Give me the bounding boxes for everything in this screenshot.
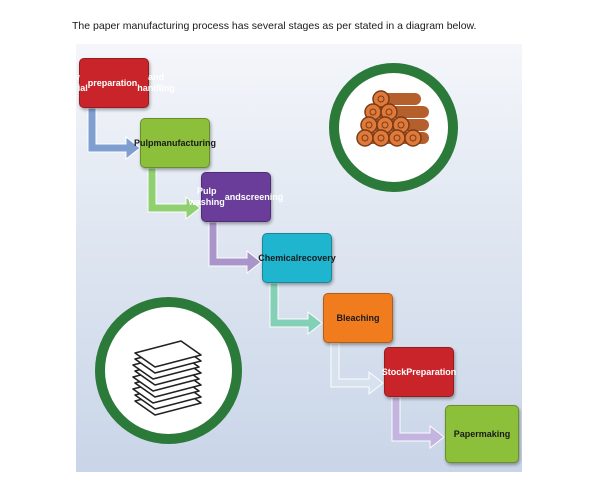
step-label-line: Chemical: [258, 252, 299, 263]
connector-arrows: [87, 107, 445, 450]
connector-arrow: [208, 221, 262, 275]
wood-logs-icon: [356, 90, 429, 147]
connector-arrow: [391, 396, 445, 450]
step-papermaking: Papermaking: [445, 405, 519, 463]
step-label-line: and: [224, 191, 241, 202]
step-label-line: Preparation: [406, 366, 457, 377]
step-label-line: recovery: [298, 252, 336, 263]
step-label-line: Bleaching: [336, 312, 380, 323]
step-label-line: manufacturin: [153, 137, 211, 148]
connector-arrow: [87, 107, 141, 161]
step-label-line: screening: [240, 191, 284, 202]
step-label-line: Papermaking: [453, 428, 511, 439]
connector-arrow: [147, 167, 201, 221]
connector-arrow: [330, 342, 384, 396]
wood-ring: [329, 63, 458, 192]
step-label-line: preparation: [87, 77, 138, 88]
paper-stack-icon: [132, 340, 202, 416]
step-label-line: Raw material: [76, 72, 88, 93]
step-label-line: Stock: [381, 366, 407, 377]
connector-arrow: [269, 282, 323, 336]
paper-ring: [95, 297, 242, 444]
step-label-line: Pulp washing: [188, 186, 225, 207]
intro-text: The paper manufacturing process has seve…: [72, 20, 477, 32]
step-label-line: and handling: [137, 72, 175, 93]
step-label-line: g: [210, 137, 217, 148]
step-raw-material: Raw materialpreparationand handling: [76, 58, 175, 108]
process-diagram: Raw materialpreparationand handling Pulp…: [76, 44, 522, 472]
step-bleaching: Bleaching: [323, 293, 393, 343]
step-label-line: Pulp: [134, 137, 154, 148]
